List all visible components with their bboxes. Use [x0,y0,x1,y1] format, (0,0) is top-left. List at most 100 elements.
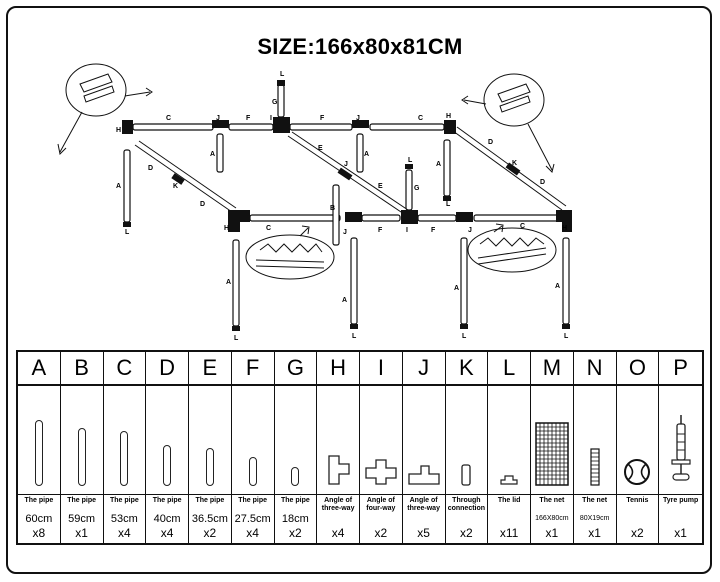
part-quantity: x2 [374,526,388,541]
lid-a4 [562,324,570,329]
label-i: I [270,115,272,122]
part-quantity: x2 [631,526,644,541]
part-quantity: x1 [674,526,687,541]
pipe-g-top [277,84,285,118]
joint-i-bottom [401,210,418,224]
part-quantity: x4 [331,526,345,541]
label-a: A [436,161,441,168]
label-h: H [116,127,121,134]
part-letter: N [573,352,617,386]
label-k: K [512,160,517,167]
pipe-f-bottom-left [361,214,401,222]
label-h: H [224,225,229,232]
part-quantity: x2 [289,526,302,541]
lid-a2 [350,324,358,329]
size-title: SIZE:166x80x81CM [257,34,463,59]
label-c: C [166,115,171,122]
part-quantity: x1 [588,526,601,541]
pipe-f-top-mid [289,123,353,131]
part-size: 59cm [68,513,96,525]
label-j: J [216,115,220,122]
part-name: Tyre pump [662,497,699,504]
detail-callouts [57,63,557,280]
label-l: L [408,157,413,164]
label-f: F [431,227,436,234]
label-d: D [200,201,205,208]
part-name: The pipe [67,497,97,504]
pipe-icon [231,386,275,495]
label-a: A [226,279,231,286]
part-name: Tennis [626,497,649,504]
label-j: J [468,227,472,234]
page-border [6,6,712,574]
label-l: L [280,71,285,78]
pipe-a-bottom-4 [562,237,570,325]
pipe-c-bottom-left [249,214,341,222]
joint-k-right [505,162,521,176]
part-size: 53cm [110,513,138,525]
upper-frame [122,80,567,227]
label-l: L [125,229,130,236]
pipe-icon [274,386,318,495]
joint-h-top-right [444,120,456,134]
part-quantity: x2 [203,526,217,541]
part-letter: F [231,352,275,386]
part-letter: E [189,352,232,386]
net-icon [531,386,574,495]
pipe-b [332,184,340,246]
through-connector-icon [445,386,489,495]
part-letter: G [274,352,318,386]
label-e: E [318,145,323,152]
part-letter: P [659,352,702,386]
part-name: Through connection [447,497,486,513]
pipe-f-top-left [228,123,274,131]
lid-icon [488,386,531,495]
part-letter: L [488,352,531,386]
part-info: Tyre pump x1 [659,495,702,543]
part-letter: A [18,352,61,386]
part-name: The pipe [238,497,268,504]
four-way-angle-icon [360,386,403,495]
label-a: A [116,183,121,190]
small-net-icon [573,386,617,495]
joint-j-top-left [212,120,229,128]
callout-top-right [483,73,545,127]
part-letter: I [360,352,403,386]
pipe-icon [60,386,104,495]
three-way-angle-icon [317,386,360,495]
part-quantity: x5 [417,526,430,541]
part-size: 27.5cm [234,513,271,525]
joint-h-bottom-right [556,210,572,232]
part-letter: D [146,352,189,386]
label-g: G [414,185,420,192]
part-letter: M [531,352,574,386]
callout-bottom-right [467,227,557,273]
lid-left [123,222,131,227]
label-h: H [446,113,451,120]
part-quantity: x2 [460,526,473,541]
lid-right-top [443,196,451,201]
pipe-c-bottom-right [473,214,559,222]
label-a: A [555,283,560,290]
part-letter: B [60,352,104,386]
pipe-f-bottom-right [417,214,457,222]
pipe-j-right-vert [356,133,364,173]
pipe-j-left-vert [216,133,224,173]
part-quantity: x8 [32,526,46,541]
pipe-icon [189,386,232,495]
part-name: The pipe [280,497,310,504]
tennis-ball-icon [616,386,660,495]
pipe-a-bottom-2 [350,237,358,325]
joint-j-bottom-left [345,212,362,222]
label-l: L [446,201,451,208]
pipe-c-top-right [369,123,445,131]
part-info: Through connection x2 [446,495,489,543]
tyre-pump-icon [659,386,702,495]
